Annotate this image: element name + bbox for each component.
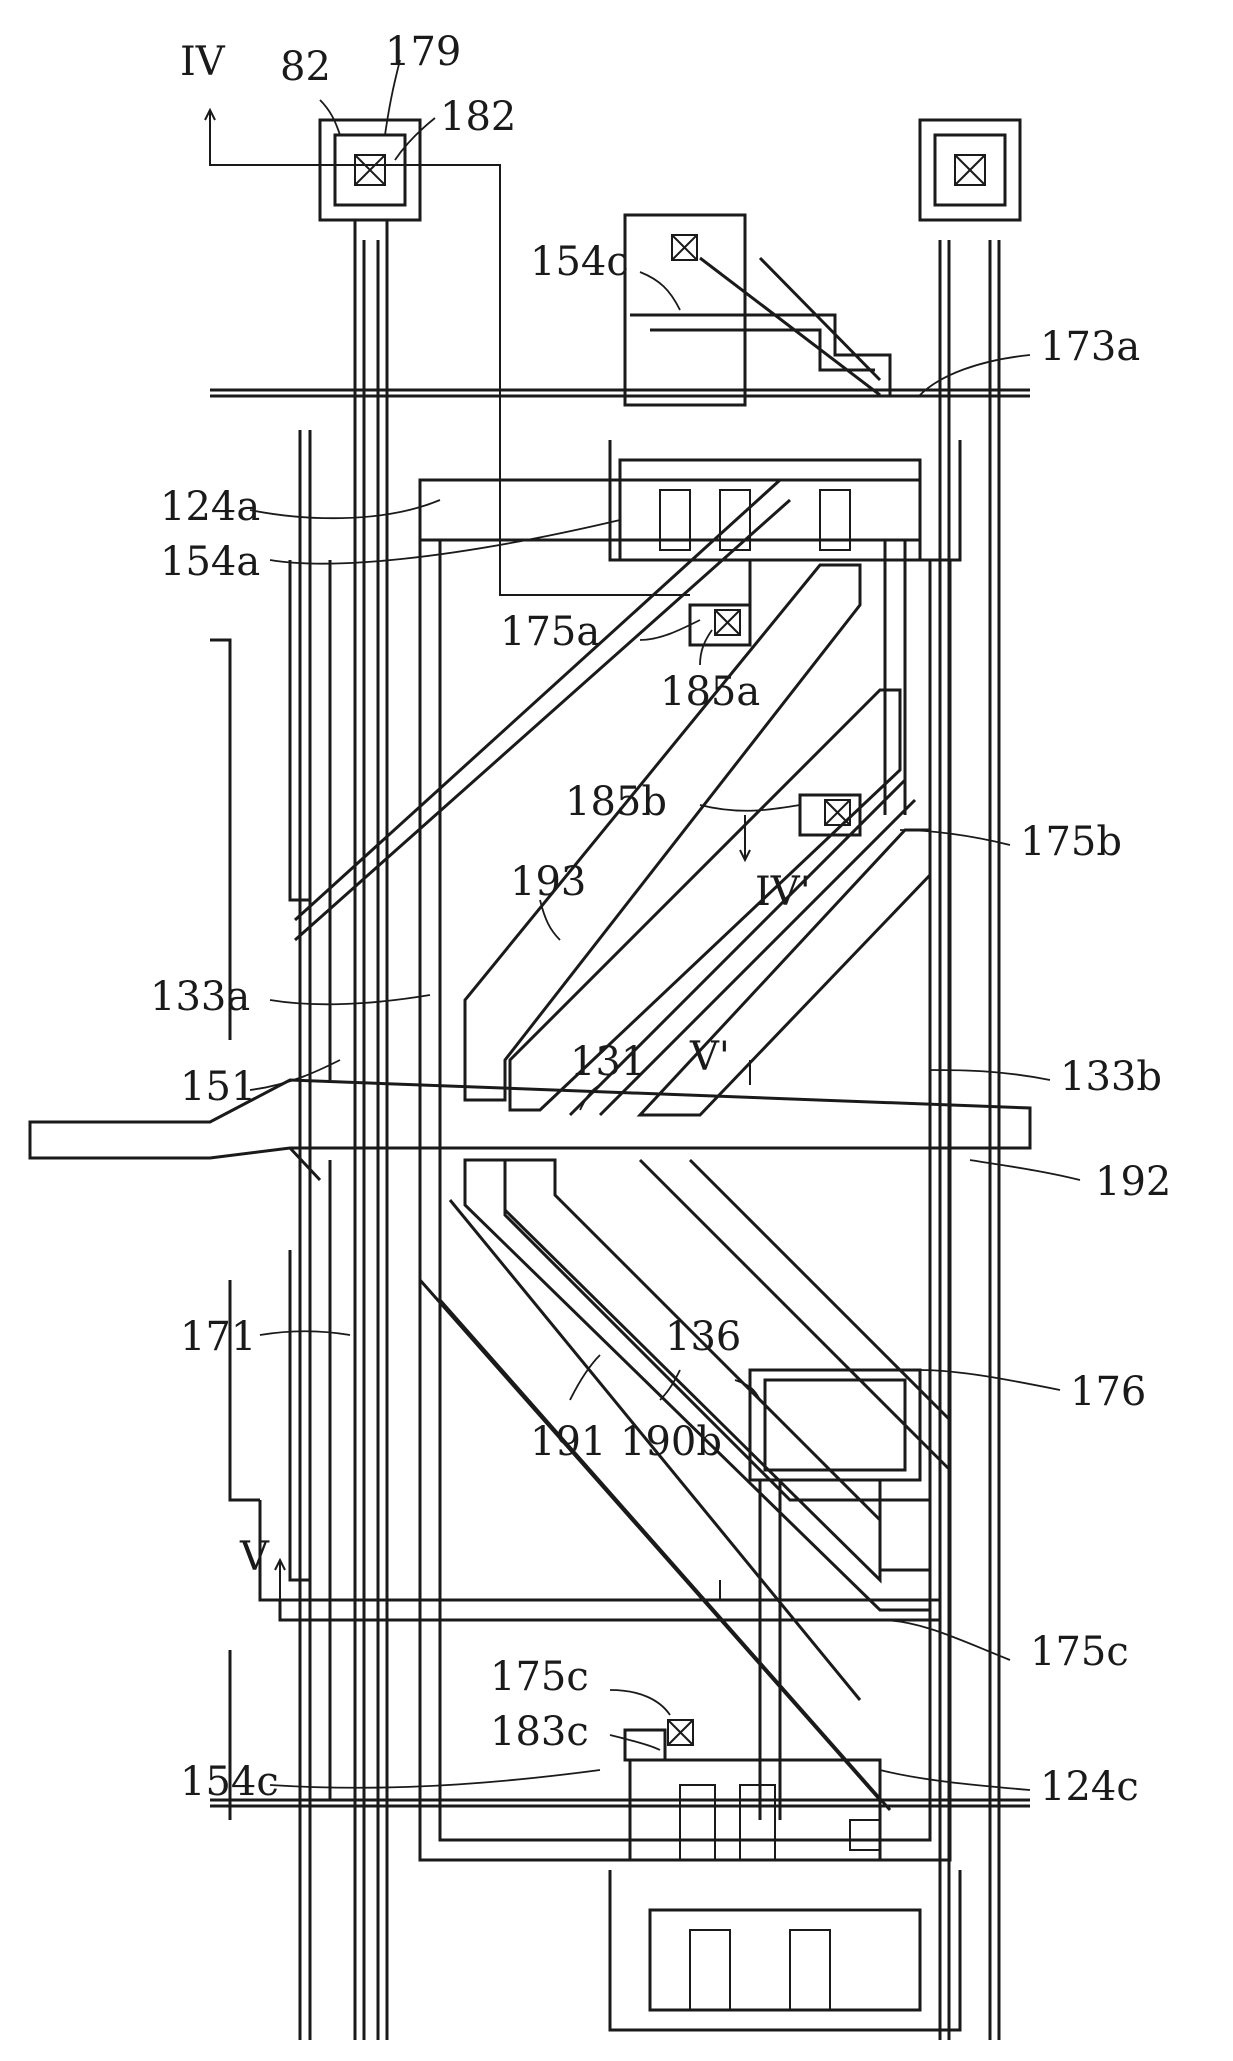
ref-175c-right: 175c [1030, 1629, 1129, 1675]
data-lines-171 [300, 240, 999, 2040]
section-label-v: V [239, 1534, 270, 1580]
ref-175a: 175a [500, 609, 600, 655]
ref-154a: 154a [160, 539, 260, 585]
contact-185b [800, 795, 860, 835]
tft-top [610, 215, 960, 560]
ref-176: 176 [1070, 1369, 1146, 1415]
ref-185b: 185b [565, 779, 667, 825]
ref-154c-top: 154c [530, 239, 629, 285]
ref-133b: 133b [1060, 1054, 1162, 1100]
ref-183c: 183c [490, 1709, 589, 1755]
ref-136: 136 [665, 1314, 741, 1360]
tft-upper [420, 460, 920, 645]
gate-lines [210, 390, 1030, 1806]
ref-193: 193 [510, 859, 586, 905]
ref-131: 131 [570, 1039, 646, 1085]
ref-175c-left: 175c [490, 1654, 589, 1700]
ref-171: 171 [180, 1314, 256, 1360]
reference-labels: IV 82 179 182 154c 173a 124a 154a 175a 1… [150, 29, 1171, 1810]
ref-175b: 175b [1020, 819, 1122, 865]
ref-124c: 124c [1040, 1764, 1139, 1810]
ref-185a: 185a [660, 669, 760, 715]
tft-bottom [280, 1600, 960, 2030]
contact-pads [320, 120, 1020, 240]
ref-82: 82 [280, 44, 331, 90]
ref-133a: 133a [150, 974, 250, 1020]
ref-182: 182 [440, 94, 516, 140]
section-label-iv: IV [180, 39, 226, 85]
ref-190b: 190b [620, 1419, 722, 1465]
ref-124a: 124a [160, 484, 260, 530]
ref-173a: 173a [1040, 324, 1140, 370]
section-label-v-prime: V' [689, 1034, 730, 1080]
left-shield-lines [210, 560, 330, 1820]
ref-191: 191 [530, 1419, 606, 1465]
section-label-iv-prime: IV' [755, 869, 811, 915]
ref-151: 151 [180, 1064, 256, 1110]
ref-154c-bottom: 154c [180, 1759, 279, 1805]
ref-192: 192 [1095, 1159, 1171, 1205]
leader-lines [250, 60, 1080, 1790]
ref-179: 179 [385, 29, 461, 75]
